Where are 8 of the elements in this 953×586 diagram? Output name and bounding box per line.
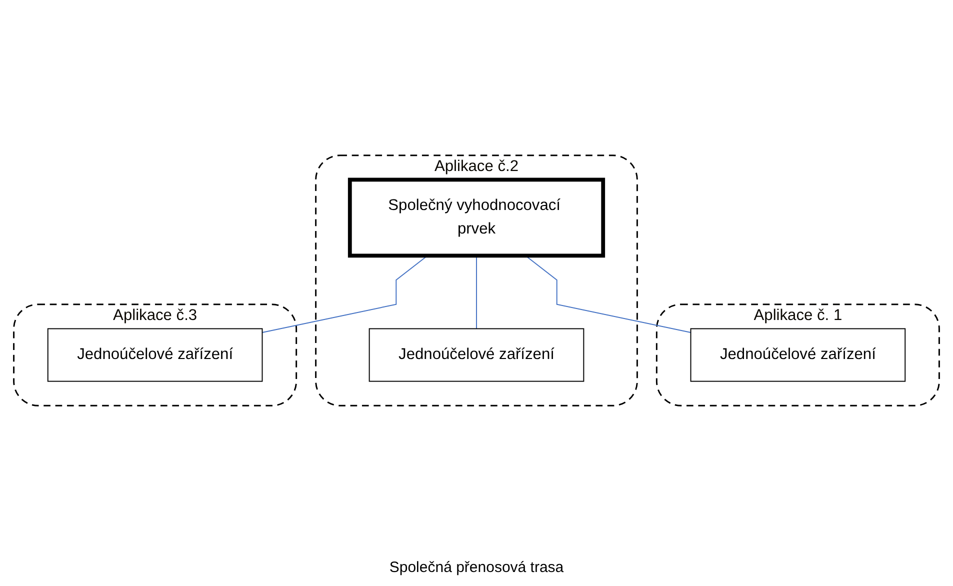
- connector: [262, 255, 428, 333]
- connector: [524, 255, 692, 333]
- node-box: Společný vyhodnocovací prvek: [348, 178, 606, 258]
- node-box: Jednoúčelové zařízení: [47, 328, 263, 382]
- route-label: Společná přenosová trasa: [389, 559, 564, 576]
- connector: [476, 255, 477, 330]
- node-box: Jednoúčelové zařízení: [368, 328, 584, 382]
- node-box: Jednoúčelové zařízení: [690, 328, 906, 382]
